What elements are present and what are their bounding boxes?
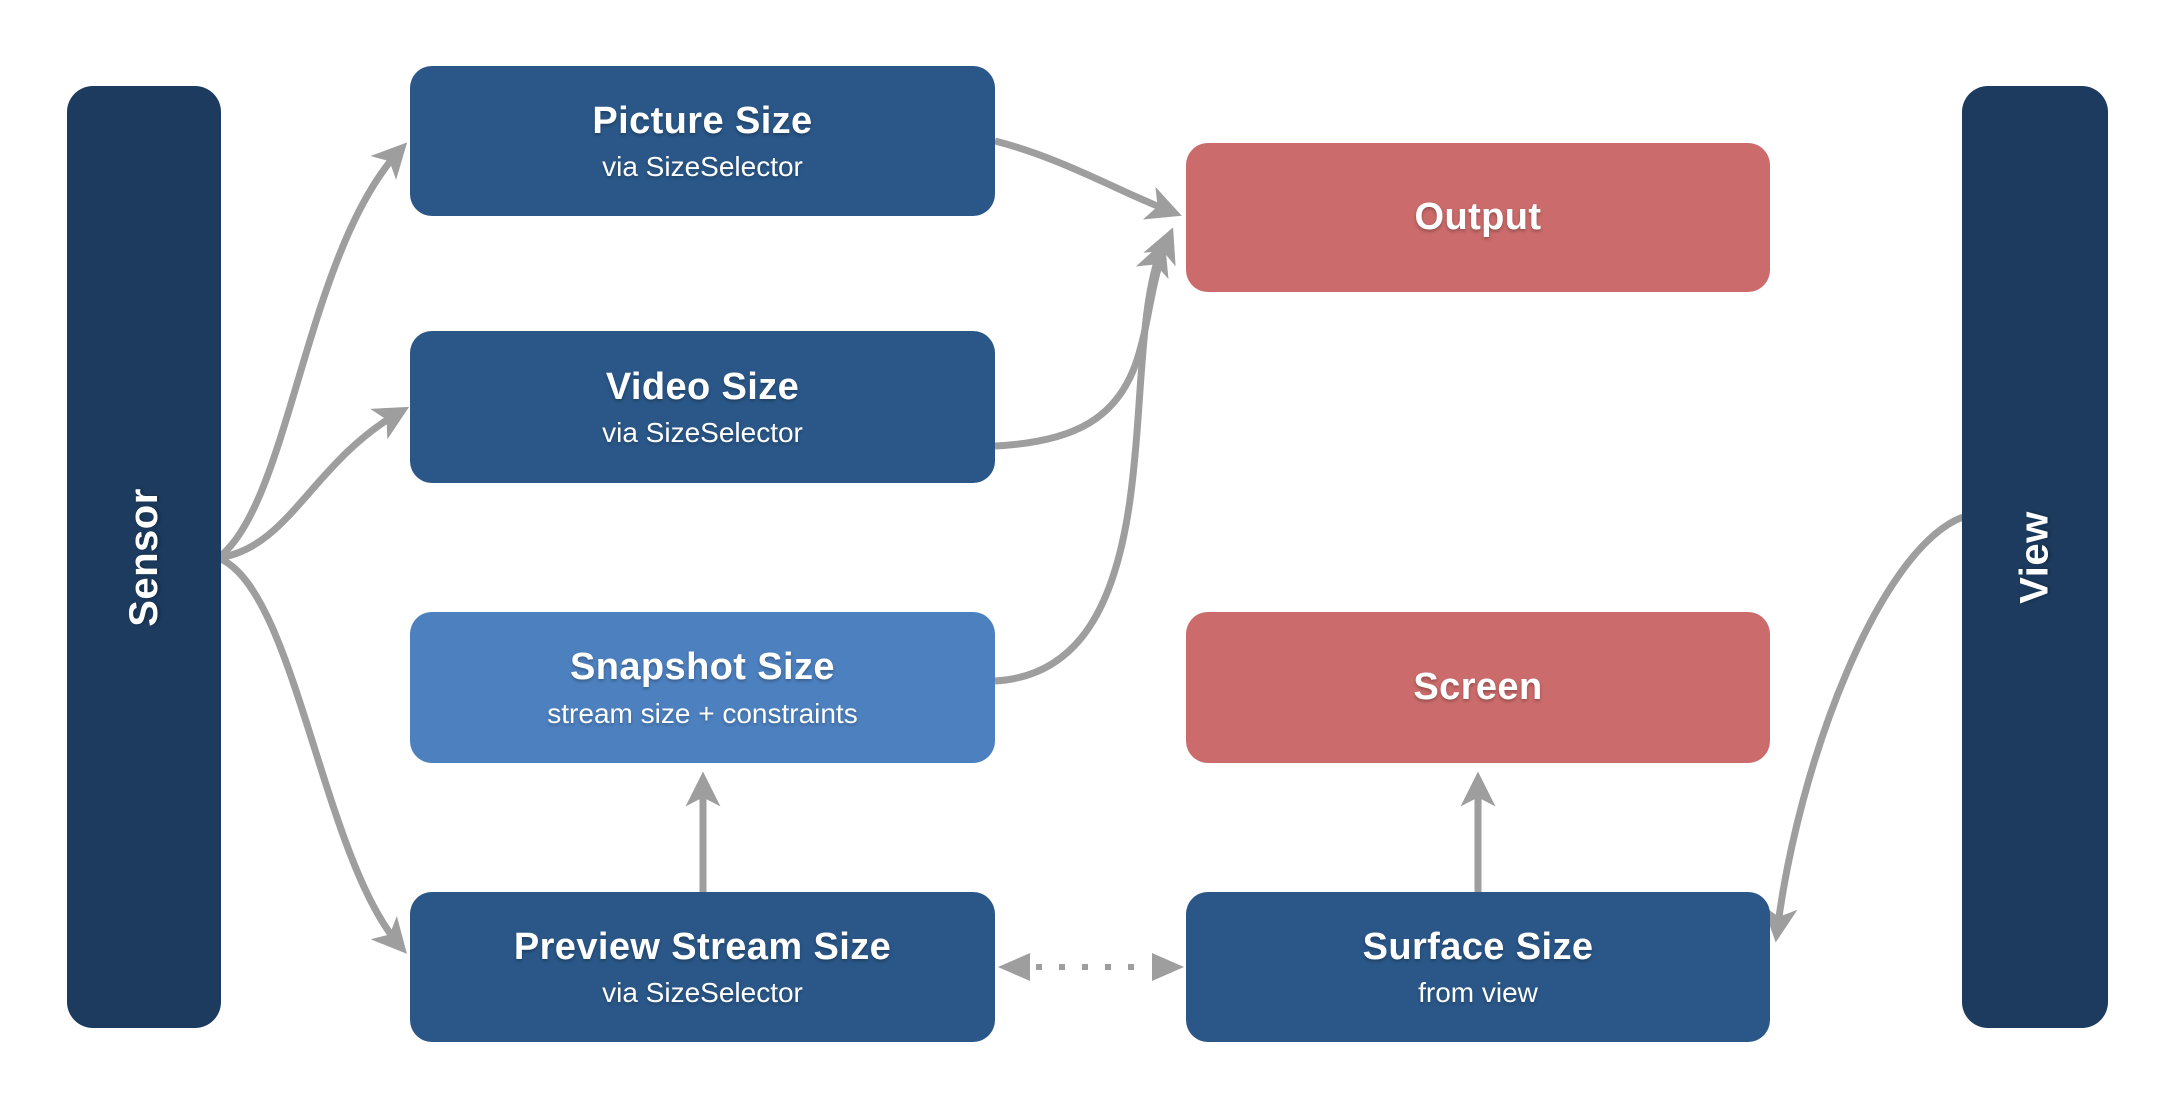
edge-sensor-to-video-size [217, 406, 410, 562]
picture-size-title: Picture Size [592, 99, 813, 142]
sensor-label: Sensor [121, 487, 166, 627]
edge-view-to-surface-size [1762, 513, 1965, 943]
surface-size-title: Surface Size [1362, 925, 1594, 968]
node-picture-size: Picture Size via SizeSelector [410, 66, 995, 216]
dotted-arrowhead-right [1152, 953, 1184, 981]
edge-sensor-to-preview-stream-size [216, 554, 407, 954]
snapshot-size-title: Snapshot Size [570, 646, 835, 689]
edge-picture-size-to-output [994, 137, 1182, 220]
video-size-title: Video Size [605, 365, 800, 408]
edge-snapshot-size-to-output [994, 240, 1169, 685]
node-output: Output [1186, 143, 1770, 292]
output-title: Output [1414, 195, 1542, 238]
node-preview-stream-size: Preview Stream Size via SizeSelector [410, 892, 995, 1042]
node-snapshot-size: Snapshot Size stream size + constraints [410, 612, 995, 763]
surface-size-subtitle: from view [1418, 977, 1538, 1009]
snapshot-size-subtitle: stream size + constraints [547, 697, 858, 729]
preview-stream-size-title: Preview Stream Size [513, 925, 892, 968]
node-view: View [1962, 86, 2108, 1028]
node-video-size: Video Size via SizeSelector [410, 331, 995, 483]
node-surface-size: Surface Size from view [1186, 892, 1770, 1042]
edge-sensor-to-picture-size [215, 142, 408, 561]
node-screen: Screen [1186, 612, 1770, 763]
node-sensor: Sensor [67, 86, 221, 1028]
preview-stream-size-subtitle: via SizeSelector [602, 977, 803, 1009]
picture-size-subtitle: via SizeSelector [602, 151, 803, 183]
video-size-subtitle: via SizeSelector [602, 417, 803, 449]
view-label: View [2012, 510, 2057, 604]
dotted-arrowhead-left [998, 953, 1030, 981]
screen-title: Screen [1413, 665, 1543, 708]
